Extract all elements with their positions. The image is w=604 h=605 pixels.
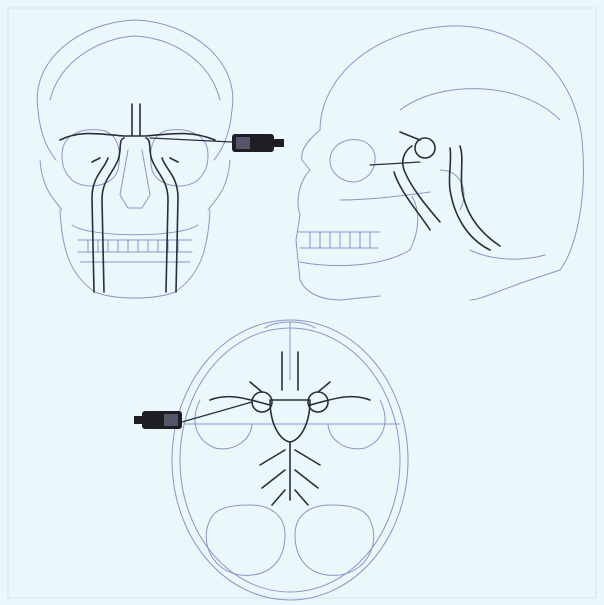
illustration-svg [0,0,604,605]
background [0,0,604,605]
anatomical-illustration [0,0,604,605]
